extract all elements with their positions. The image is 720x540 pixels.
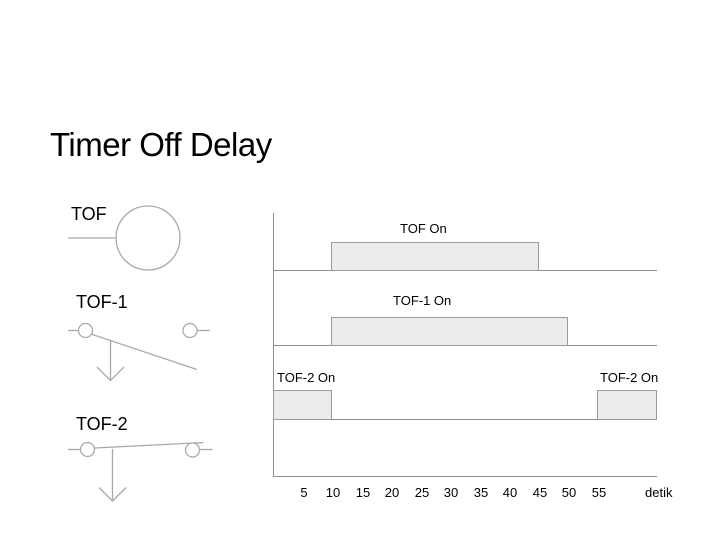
x-tick-label: 35 [473, 485, 489, 500]
pulse-label-tof1: TOF-1 On [393, 293, 452, 308]
row3-baseline [273, 419, 657, 420]
x-axis-unit-label: detik [645, 485, 673, 500]
x-tick-label: 10 [325, 485, 341, 500]
pulse-label-tof: TOF On [400, 221, 447, 236]
x-tick-label: 40 [502, 485, 518, 500]
x-tick-label: 25 [414, 485, 430, 500]
pulse-label-tof2-right: TOF-2 On [600, 370, 659, 385]
x-axis-line [273, 476, 657, 477]
x-tick-label: 55 [591, 485, 607, 500]
pulse-label-tof2-left: TOF-2 On [277, 370, 336, 385]
relay-coil-icon [68, 205, 181, 271]
contact2-label: TOF-2 [76, 414, 128, 434]
timed-normally-closed-contact-icon [68, 441, 213, 502]
pulse-tof2-left [273, 390, 332, 420]
page-title: Timer Off Delay [50, 126, 272, 163]
x-tick-label: 45 [532, 485, 548, 500]
pulse-tof [331, 242, 539, 271]
pulse-tof1 [331, 317, 568, 346]
x-tick-label: 15 [355, 485, 371, 500]
pulse-tof2-right [597, 390, 657, 420]
coil-label: TOF [71, 204, 107, 224]
x-tick-label: 50 [561, 485, 577, 500]
x-tick-label: 20 [384, 485, 400, 500]
ladder-symbols [68, 205, 213, 502]
x-tick-label: 5 [300, 485, 308, 500]
contact1-label: TOF-1 [76, 292, 128, 312]
timed-normally-open-contact-icon [68, 322, 210, 382]
x-tick-label: 30 [443, 485, 459, 500]
